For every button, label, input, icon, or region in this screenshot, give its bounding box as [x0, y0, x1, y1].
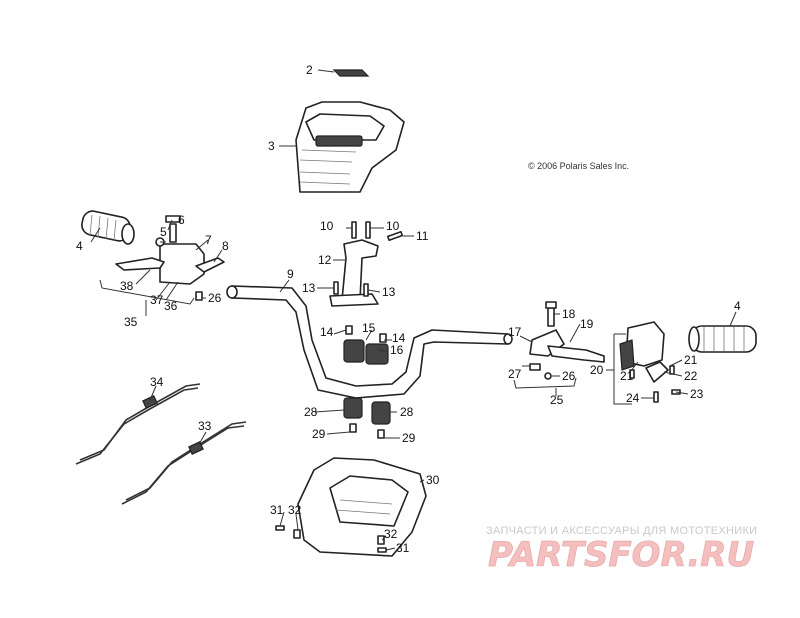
watermark-logo-text: PARTSFOR.RU [488, 535, 754, 575]
callout-26-right: 26 [562, 369, 576, 383]
callout-35: 35 [124, 315, 138, 329]
switch-housing-20-24 [619, 321, 681, 403]
callout-labels: 2 3 4 5 6 7 8 9 10 10 11 12 13 13 14 15 … [76, 63, 741, 555]
bracket-assembly-10-13 [329, 221, 404, 307]
left-brake-assembly [115, 215, 225, 301]
callout-34: 34 [150, 375, 164, 389]
callout-25: 25 [550, 393, 564, 407]
callout-31-right: 31 [396, 541, 410, 555]
copyright-notice: © 2006 Polaris Sales Inc. [528, 161, 630, 171]
callout-29-right: 29 [402, 431, 416, 445]
callout-19: 19 [580, 317, 594, 331]
callout-28-right: 28 [400, 405, 414, 419]
callout-13-right: 13 [382, 285, 396, 299]
callout-4-left: 4 [76, 239, 83, 253]
callout-3: 3 [268, 139, 275, 153]
callout-23: 23 [690, 387, 704, 401]
callout-9: 9 [287, 267, 294, 281]
callout-16: 16 [390, 343, 404, 357]
callout-8: 8 [222, 239, 229, 253]
callout-37: 37 [150, 293, 164, 307]
clamp-assembly [343, 325, 391, 439]
callout-7: 7 [205, 233, 212, 247]
part-4-right-grip [688, 325, 757, 353]
right-lever-assembly [529, 301, 605, 380]
part-3-pod-cover [295, 101, 405, 193]
callout-10-right: 10 [386, 219, 400, 233]
callout-15: 15 [362, 321, 376, 335]
callout-5: 5 [160, 225, 167, 239]
callout-18: 18 [562, 307, 576, 321]
callout-14-right: 14 [392, 331, 406, 345]
callout-32-left: 32 [288, 503, 302, 517]
watermark-logo: PARTSFOR.RU [488, 535, 755, 576]
watermark-tagline: ЗАПЧАСТИ И АКСЕССУАРЫ ДЛЯ МОТОТЕХНИКИ [486, 525, 758, 537]
callout-11: 11 [416, 229, 429, 243]
callout-12: 12 [318, 253, 332, 267]
callout-10-left: 10 [320, 219, 334, 233]
callout-36: 36 [164, 299, 178, 313]
part-2-strip [332, 69, 370, 77]
leader-lines [90, 69, 737, 551]
callout-13-left: 13 [302, 281, 316, 295]
callout-22: 22 [684, 369, 698, 383]
part-4-left-grip [81, 210, 135, 245]
cables-33-34 [75, 383, 247, 505]
callout-30: 30 [426, 473, 440, 487]
callout-26-left: 26 [208, 291, 222, 305]
callout-14-left: 14 [320, 325, 334, 339]
callout-2: 2 [306, 63, 313, 77]
part-9-handlebar [226, 285, 513, 399]
callout-6: 6 [178, 213, 185, 227]
callout-21-right: 21 [684, 353, 698, 367]
callout-33: 33 [198, 419, 212, 433]
callout-28-left: 28 [304, 405, 318, 419]
callout-32-right: 32 [384, 527, 398, 541]
callout-4-right: 4 [734, 299, 741, 313]
callout-27: 27 [508, 367, 522, 381]
callout-21-left: 21 [620, 369, 634, 383]
callout-29-left: 29 [312, 427, 326, 441]
callout-17: 17 [508, 325, 522, 339]
callout-20: 20 [590, 363, 604, 377]
part-30-lower-pod [275, 457, 427, 557]
callout-24: 24 [626, 391, 640, 405]
callout-31-left: 31 [270, 503, 284, 517]
callout-38: 38 [120, 279, 134, 293]
